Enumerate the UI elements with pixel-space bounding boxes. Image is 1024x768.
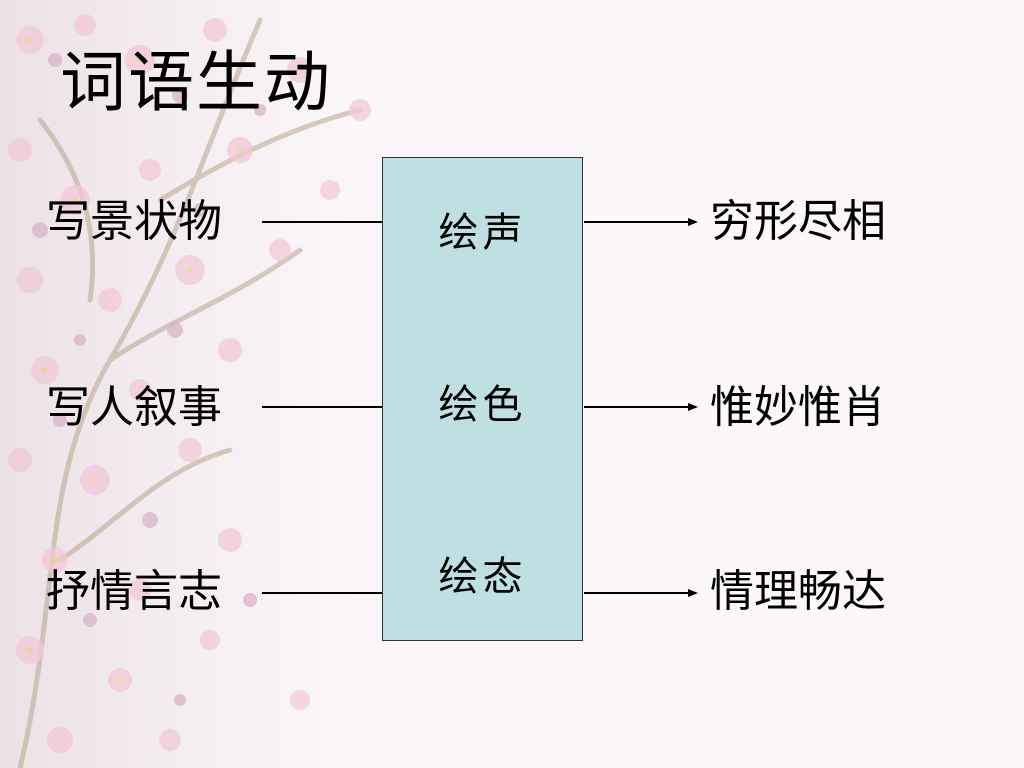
left-label-landscape: 写景状物 (46, 196, 222, 247)
blossom-background-art (0, 0, 430, 768)
right-label-vivid-detail: 穷形尽相 (710, 196, 886, 247)
center-item-sound: 绘声 (438, 210, 527, 256)
arrow-right-3 (584, 589, 698, 597)
left-label-emotion: 抒情言志 (46, 566, 222, 617)
center-item-manner: 绘态 (438, 554, 527, 600)
left-label-narration: 写人叙事 (46, 382, 222, 433)
center-technique-box: 绘声 绘色 绘态 (382, 157, 583, 641)
slide-title: 词语生动 (60, 44, 332, 121)
arrow-right-2 (584, 403, 698, 411)
right-label-lifelike: 惟妙惟肖 (710, 382, 886, 433)
right-label-clear-reasoning: 情理畅达 (710, 566, 886, 617)
arrow-right-1 (584, 218, 698, 226)
center-item-color: 绘色 (438, 382, 527, 428)
